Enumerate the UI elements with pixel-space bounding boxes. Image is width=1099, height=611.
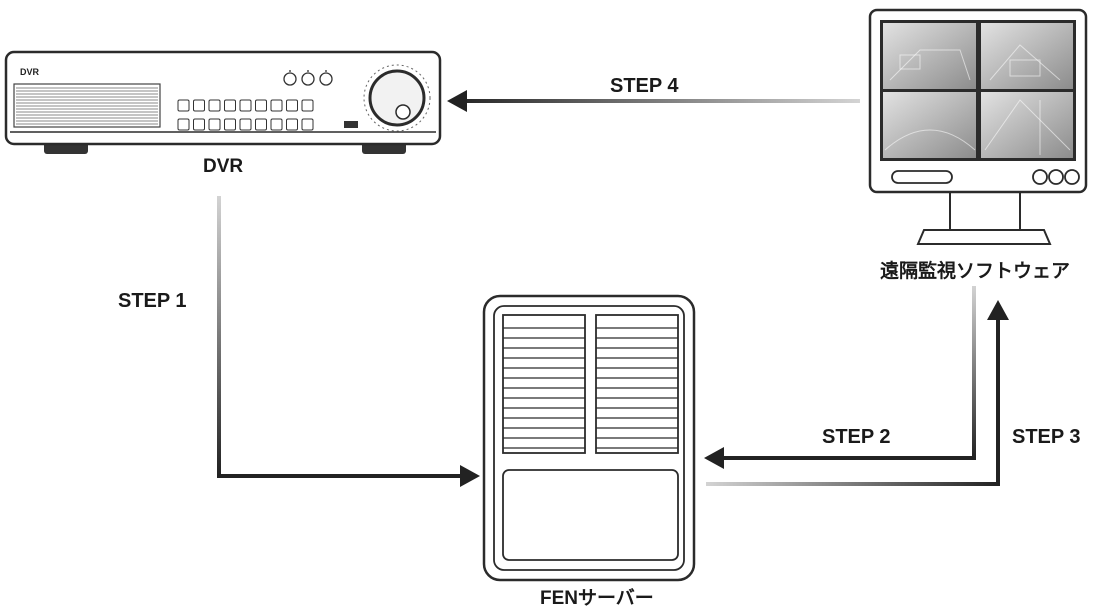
dvr-button [177, 99, 190, 112]
dvr-button [255, 118, 267, 131]
dvr-button [270, 118, 283, 131]
step2-label: STEP 2 [822, 426, 891, 448]
monitor-buttons [1032, 169, 1080, 185]
dvr-usb-port [344, 121, 358, 128]
server-rack-left [502, 314, 586, 454]
dvr-button [239, 118, 252, 131]
dvr-device [4, 50, 442, 154]
dvr-button [301, 99, 314, 112]
dvr-label: DVR [203, 156, 244, 177]
dvr-button [224, 118, 236, 131]
dvr-button [208, 99, 221, 112]
step4-arrowhead [447, 90, 467, 112]
dvr-button [208, 118, 221, 131]
step3-arrowhead [987, 300, 1009, 320]
dvr-button [193, 118, 205, 131]
dvr-button [177, 118, 190, 131]
server-rack-right [595, 314, 679, 454]
dvr-front-brand: DVR [20, 67, 40, 77]
monitor-device [868, 8, 1088, 245]
step4-label: STEP 4 [610, 75, 679, 97]
step1-arrow [217, 196, 462, 478]
server-label: FENサーバー [540, 588, 654, 609]
monitor-screen [883, 23, 1073, 158]
dvr-button [239, 99, 252, 112]
dvr-button [255, 99, 267, 112]
dvr-small-knobs [283, 70, 333, 86]
step1-arrowhead [460, 465, 480, 487]
software-label: 遠隔監視ソフトウェア [880, 261, 1071, 282]
step2-arrow [722, 286, 976, 460]
dvr-button [286, 99, 298, 112]
step2-arrowhead [704, 447, 724, 469]
dvr-button [301, 118, 314, 131]
dvr-button [193, 99, 205, 112]
dvr-button [270, 99, 283, 112]
dvr-channel-buttons [177, 99, 314, 131]
monitor-control-bar [891, 170, 953, 184]
dvr-button [224, 99, 236, 112]
dvr-button [286, 118, 298, 131]
server-device [482, 294, 696, 582]
step3-label: STEP 3 [1012, 426, 1081, 448]
step3-arrow [706, 318, 1000, 486]
server-bottom-panel [502, 469, 679, 561]
dvr-jog-dial [363, 64, 431, 132]
dvr-vent-grille [13, 83, 161, 128]
step1-label: STEP 1 [118, 290, 187, 312]
